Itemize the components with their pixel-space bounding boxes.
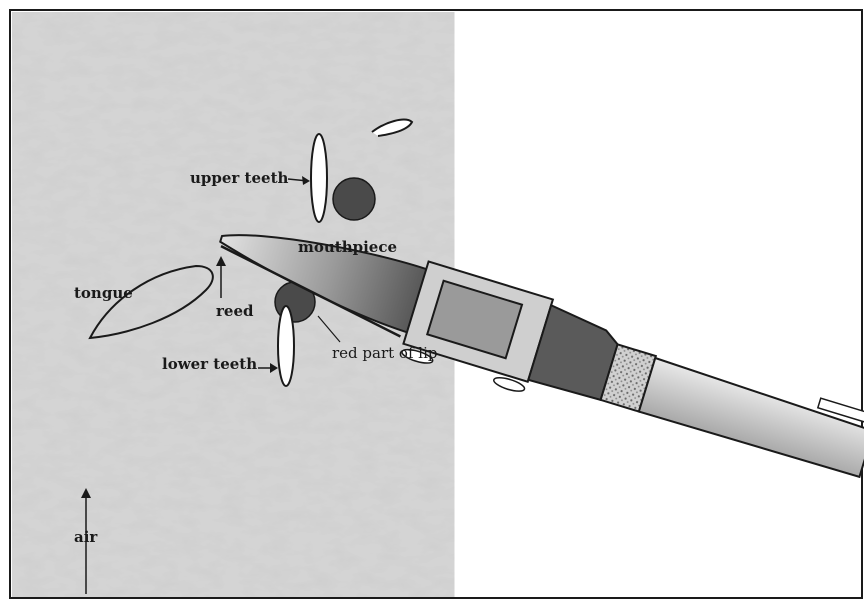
label-reed: reed [216,302,254,320]
lower-teeth [278,306,294,386]
label-red-part-of-lip: red part of lip [332,344,437,362]
upper-lip [333,178,375,220]
upper-teeth [311,134,327,222]
label-mouthpiece: mouthpiece [298,238,397,256]
label-tongue: tongue [74,284,133,302]
label-lower-teeth: lower teeth [162,355,257,373]
label-upper-teeth: upper teeth [190,169,288,187]
